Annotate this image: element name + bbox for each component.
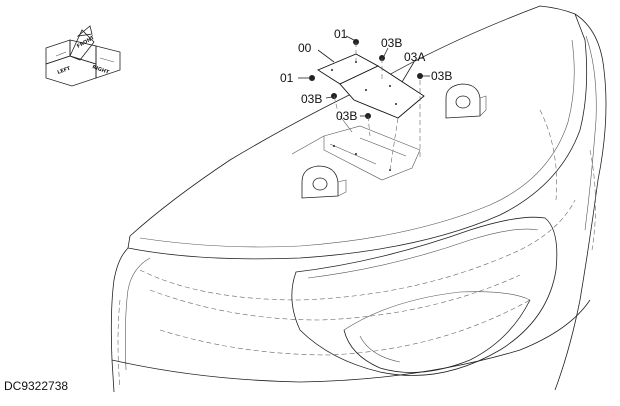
lifting-eye-right [445,83,487,119]
callout-03b-bottom: 03B [336,109,357,123]
callout-00: 00 [298,41,312,55]
lifting-eye-left [301,165,347,199]
cover-plate-03a [339,65,425,119]
orientation-label-right: RIGHT [91,64,110,76]
callout-01-top: 01 [334,27,348,41]
drawing-code: DC9322738 [4,379,68,393]
callout-03b-top: 03B [381,36,402,50]
callout-03a: 03A [404,50,425,64]
callout-01-left: 01 [280,71,294,85]
callout-03b-right: 03B [431,69,452,83]
callout-03b-left: 03B [301,92,322,106]
orientation-label-left: LEFT [57,65,72,75]
counterweight-body [110,5,607,393]
orientation-cube-icon: LEFT RIGHT FRONT [45,25,121,87]
